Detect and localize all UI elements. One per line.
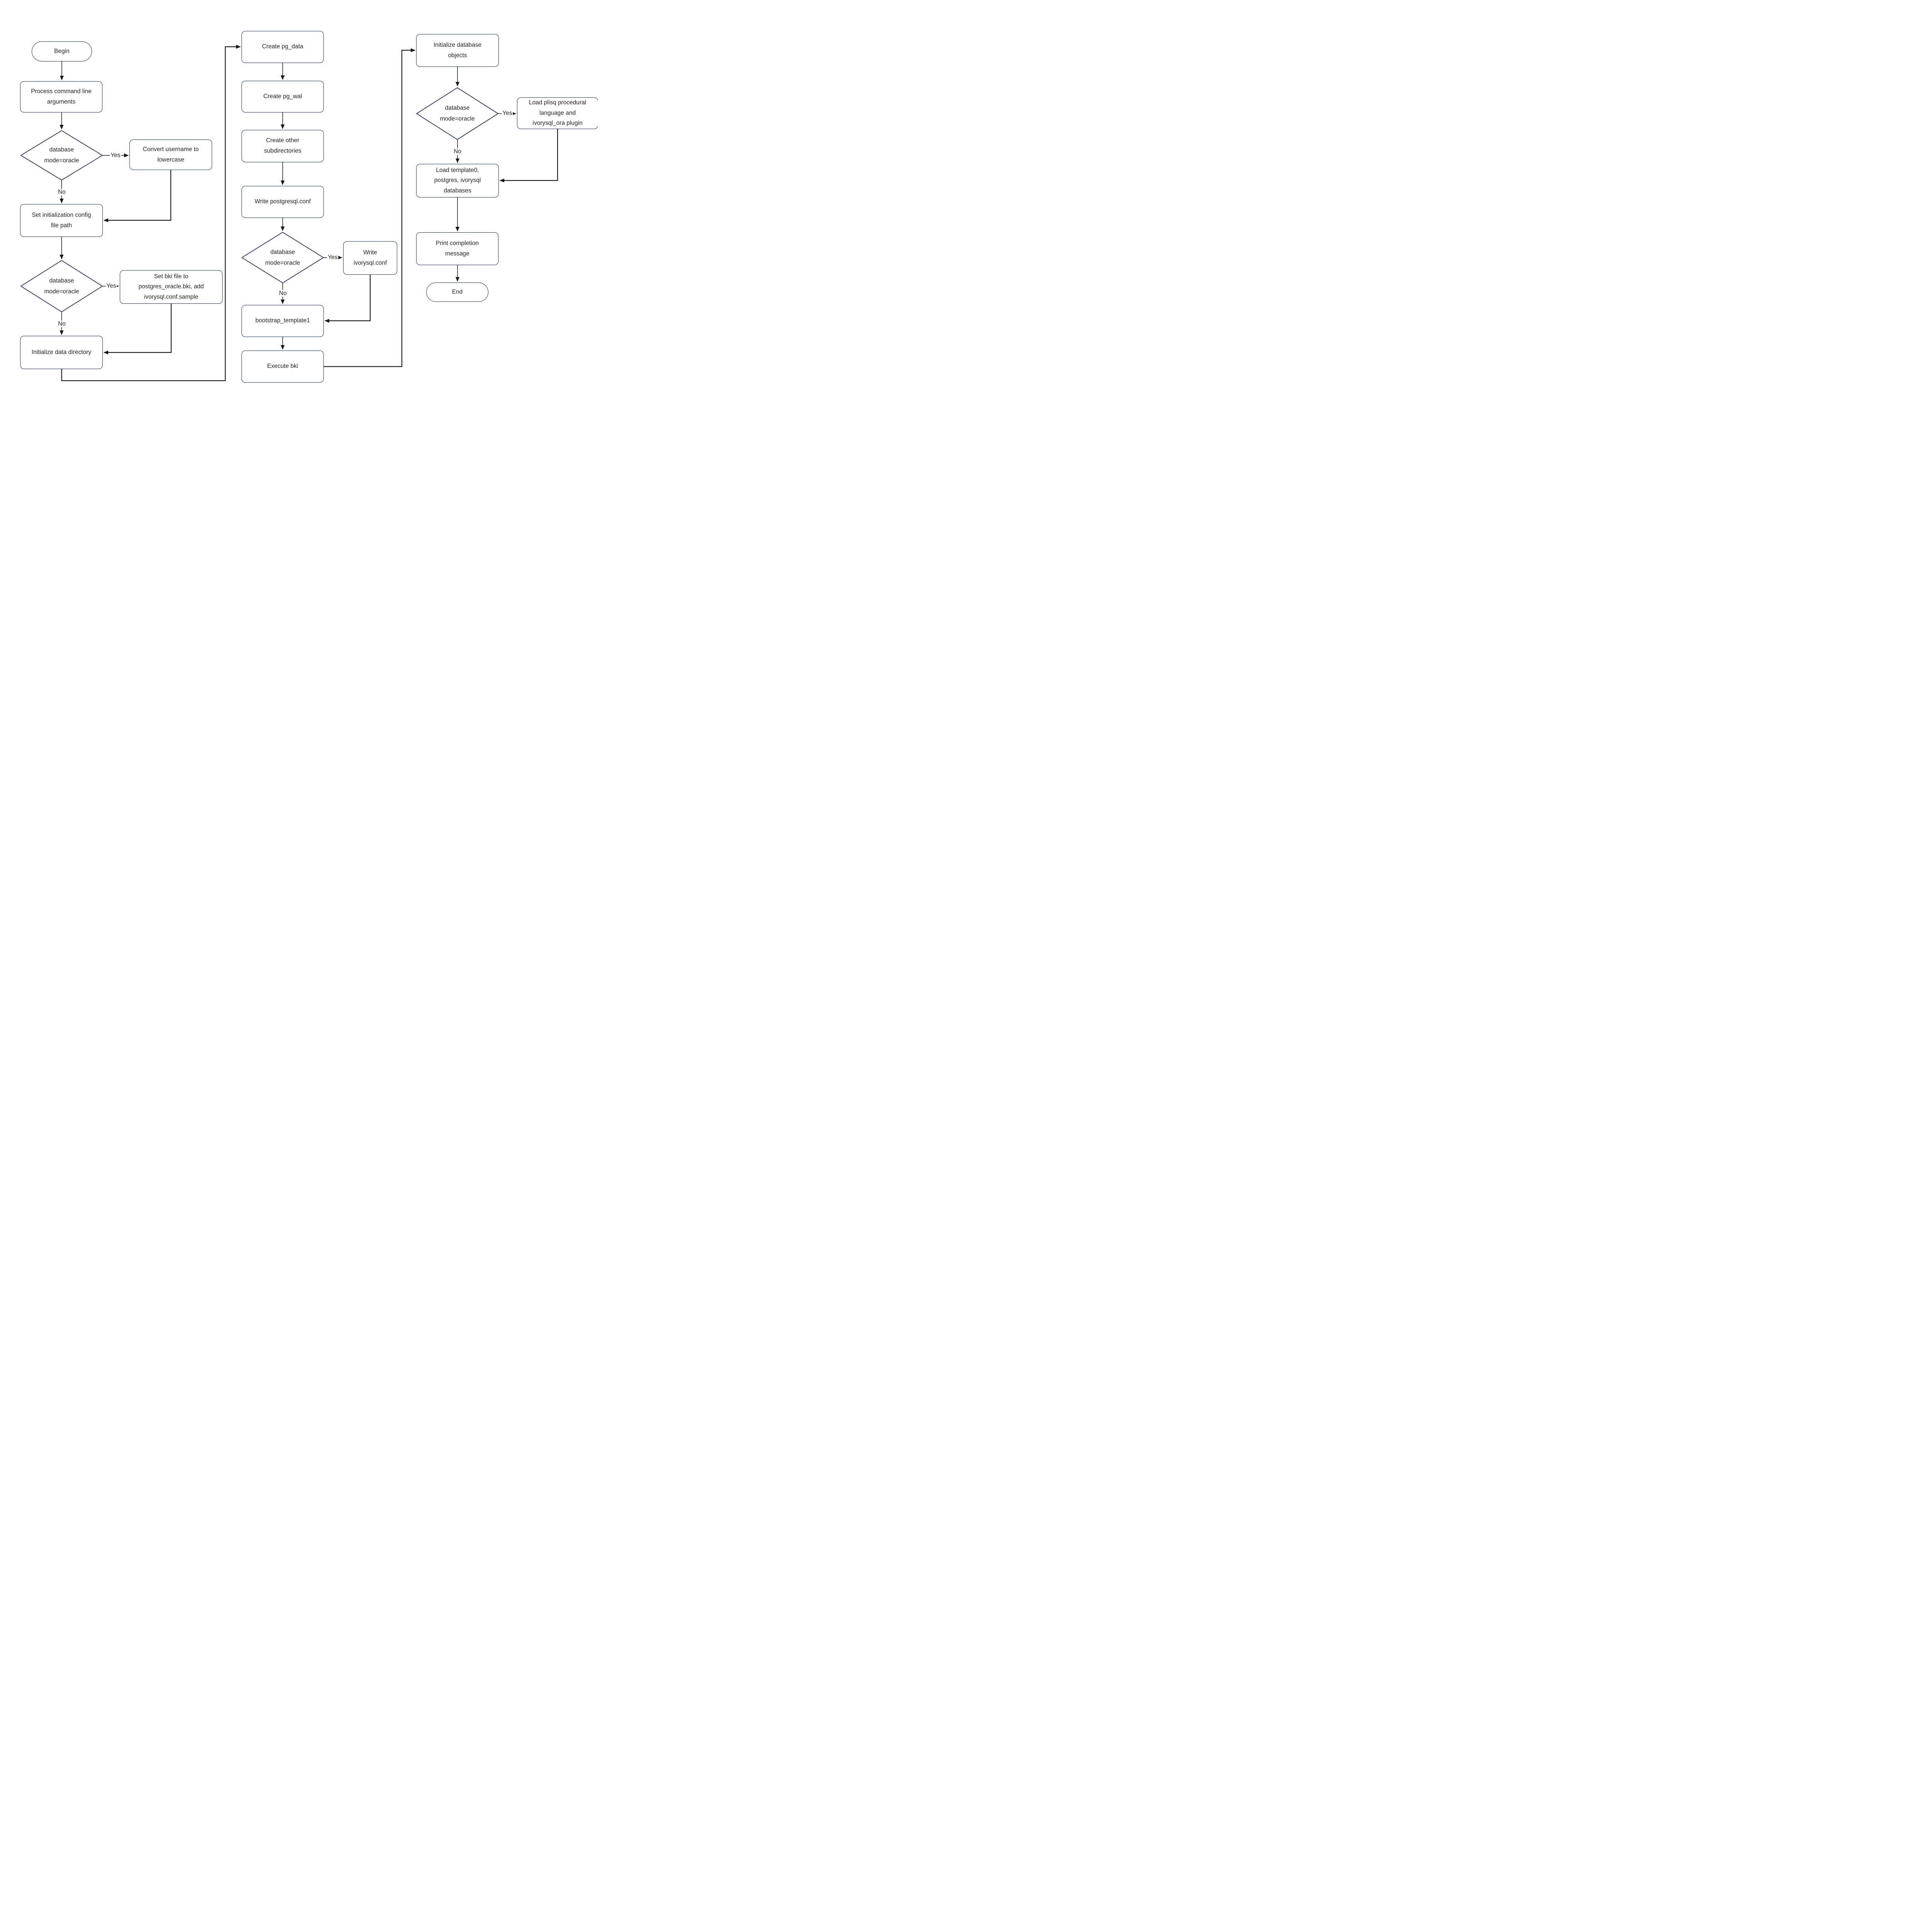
node-label-end: End — [452, 288, 463, 295]
node-label-boot: bootstrap_template1 — [255, 317, 310, 324]
node-pgdata: Create pg_data — [242, 31, 324, 63]
node-setbki: Set bki file to postgres_oracle.bki, add… — [120, 270, 223, 304]
edge-loadplisq-loadtpl — [500, 129, 558, 182]
node-label-convert: Convert username to lowercase — [143, 146, 199, 163]
node-label-setcfg: Set initialization config file path — [32, 211, 91, 229]
edge-label-d1-setcfg: No — [57, 189, 66, 196]
edge-label-d1-convert: Yes — [110, 152, 121, 159]
node-execbki: Execute bki — [242, 351, 324, 383]
node-label-d4: database mode=oracle — [440, 105, 475, 122]
node-pgwal: Create pg_wal — [242, 81, 324, 112]
flowchart-edges-layer — [60, 45, 558, 381]
diamond-shape-d3 — [242, 232, 324, 283]
edge-execbki-initobj — [324, 48, 415, 367]
node-end: End — [426, 283, 488, 302]
edge-label-d4-loadplisq: Yes — [502, 110, 513, 117]
node-label-initdir: Initialize data directory — [31, 349, 92, 356]
node-label-wivory: Write ivorysql.conf — [353, 249, 387, 266]
edge-label-d2-setbki: Yes — [105, 283, 117, 289]
edge-label-d2-initdir: No — [57, 320, 66, 327]
node-label-args: Process command line arguments — [31, 88, 92, 105]
edge-label-d4-loadtpl: No — [453, 148, 462, 155]
node-label-begin: Begin — [54, 48, 70, 54]
node-initobj: Initialize database objects — [416, 34, 499, 67]
decision-d3: database mode=oracle — [242, 232, 324, 283]
node-pgconf: Write postgresql.conf — [242, 186, 324, 218]
diamond-shape-d4 — [416, 87, 498, 140]
node-printmsg: Print completion message — [416, 232, 498, 265]
node-initdir: Initialize data directory — [20, 336, 103, 369]
decision-d1: database mode=oracle — [20, 130, 103, 180]
node-setcfg: Set initialization config file path — [20, 204, 103, 237]
node-label-d2: database mode=oracle — [44, 277, 79, 295]
node-label-d3: database mode=oracle — [265, 248, 300, 266]
edge-setbki-initdir — [104, 304, 172, 354]
edge-initdir-pgdata — [61, 45, 241, 381]
diamond-shape-d1 — [20, 130, 103, 180]
node-convert: Convert username to lowercase — [129, 140, 212, 170]
node-label-setbki: Set bki file to postgres_oracle.bki, add… — [138, 273, 204, 300]
node-loadplisq: Load plisq procedural language and ivory… — [517, 97, 598, 129]
node-boot: bootstrap_template1 — [242, 305, 324, 337]
node-label-pgwal: Create pg_wal — [263, 93, 302, 100]
node-label-pgconf: Write postgresql.conf — [254, 198, 311, 205]
node-label-subdirs: Create other subdirectories — [264, 137, 301, 154]
node-label-execbki: Execute bki — [267, 363, 298, 370]
node-begin: Begin — [32, 41, 92, 61]
decision-d4: database mode=oracle — [416, 87, 498, 140]
node-label-pgdata: Create pg_data — [262, 43, 303, 50]
node-label-loadtpl: Load template0, postgres, ivorysql datab… — [434, 167, 481, 194]
node-loadtpl: Load template0, postgres, ivorysql datab… — [416, 164, 499, 197]
node-label-d1: database mode=oracle — [44, 146, 79, 164]
edge-convert-setcfg — [104, 170, 172, 222]
node-args: Process command line arguments — [20, 81, 102, 112]
decision-d2: database mode=oracle — [20, 260, 103, 312]
node-wivory: Write ivorysql.conf — [343, 241, 397, 275]
edge-label-d3-wivory: Yes — [327, 254, 338, 261]
node-subdirs: Create other subdirectories — [242, 130, 324, 162]
node-label-printmsg: Print completion message — [435, 240, 479, 257]
node-label-loadplisq: Load plisq procedural language and ivory… — [529, 99, 587, 127]
edge-wivory-boot — [325, 275, 371, 323]
node-label-initobj: Initialize database objects — [433, 41, 482, 59]
edge-label-d3-boot: No — [278, 290, 287, 297]
diamond-shape-d2 — [20, 260, 103, 312]
